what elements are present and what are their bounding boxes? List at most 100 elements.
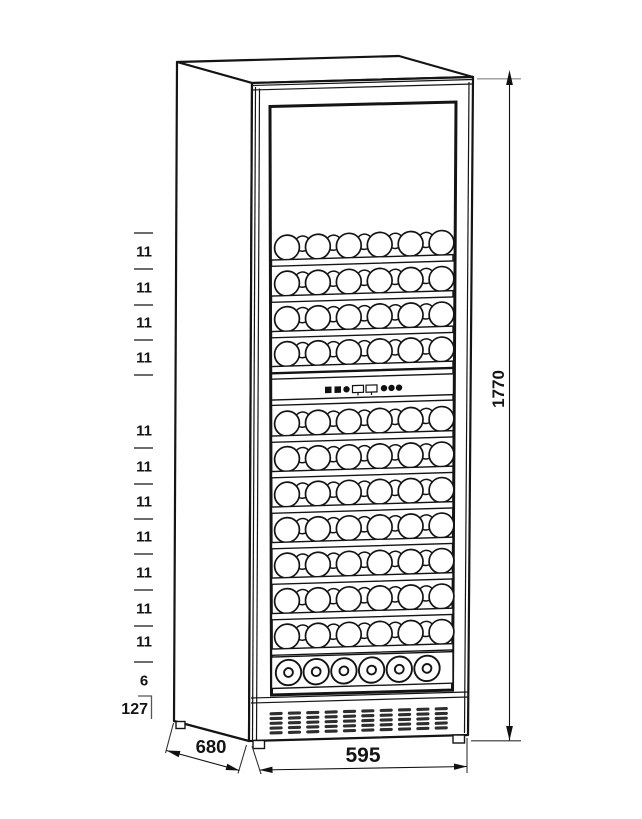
bottle-row bbox=[270, 405, 455, 444]
display-window-icon bbox=[351, 384, 365, 394]
grille-slat bbox=[434, 707, 448, 711]
shelf-gap-label: 11 bbox=[136, 458, 152, 475]
wine-bottle bbox=[273, 340, 301, 368]
bottle-row bbox=[270, 229, 455, 268]
width-extension-left bbox=[251, 745, 262, 775]
control-button-icon bbox=[380, 384, 388, 392]
wine-bottle bbox=[273, 305, 301, 333]
control-button-icon bbox=[325, 386, 332, 394]
shelf-gap-label: 11 bbox=[136, 633, 152, 650]
shelf bbox=[270, 325, 454, 339]
grille-slat bbox=[287, 720, 302, 725]
front-left-foot bbox=[252, 739, 266, 750]
shelf-gap-label: 11 bbox=[136, 243, 152, 260]
shelf-gap-label: 11 bbox=[136, 564, 152, 581]
wine-bottle bbox=[366, 407, 393, 435]
wine-bottle bbox=[428, 229, 455, 257]
cabinet-body bbox=[172, 54, 475, 750]
grille-slat bbox=[287, 711, 302, 715]
grille-slat bbox=[416, 726, 430, 731]
door-bottom-edge bbox=[250, 691, 468, 699]
wine-bottle bbox=[335, 268, 363, 295]
control-panel-bottom-divider bbox=[270, 393, 454, 407]
door-hinge-line bbox=[251, 86, 257, 741]
display-bottle-neck bbox=[421, 663, 433, 674]
depth-label: 680 bbox=[196, 736, 227, 757]
grille-slat bbox=[361, 709, 375, 713]
back-left-foot bbox=[175, 720, 186, 730]
wine-bottle bbox=[366, 585, 393, 612]
shelf bbox=[270, 289, 454, 304]
control-button-icon bbox=[343, 386, 350, 393]
wine-bottle bbox=[335, 408, 363, 435]
control-button-icon bbox=[388, 384, 395, 392]
grille-slat bbox=[379, 727, 393, 732]
wine-bottle bbox=[397, 619, 424, 647]
wine-bottle bbox=[397, 442, 424, 469]
plinth-bracket bbox=[138, 695, 153, 719]
grille-slat bbox=[361, 728, 375, 732]
wine-bottle bbox=[366, 443, 393, 470]
wine-bottle bbox=[397, 584, 424, 611]
dimension-depth: 680 bbox=[164, 722, 248, 774]
bottle-row bbox=[270, 301, 455, 339]
wine-bottle bbox=[366, 267, 393, 295]
control-button-icon bbox=[334, 386, 341, 393]
front-right-foot bbox=[452, 734, 466, 744]
plinth-label: 127 bbox=[121, 701, 148, 718]
height-arrow-down bbox=[506, 726, 513, 741]
shelf-gap-label: 11 bbox=[136, 600, 152, 617]
grille-slat bbox=[397, 712, 412, 717]
shelf-gap-label: 11 bbox=[136, 279, 152, 296]
grille-slat bbox=[434, 716, 448, 721]
depth-extension-left bbox=[164, 722, 175, 754]
cabinet-interior bbox=[269, 229, 455, 735]
grille-slat bbox=[416, 707, 430, 711]
display-window-icon bbox=[365, 384, 378, 393]
grille-slat bbox=[287, 716, 302, 720]
grille-slat bbox=[287, 725, 302, 730]
wine-bottle bbox=[273, 234, 301, 261]
door-top-edge bbox=[252, 78, 473, 87]
grille-slat bbox=[306, 730, 320, 734]
control-panel bbox=[270, 367, 454, 407]
wine-bottle bbox=[335, 479, 363, 506]
wine-bottle bbox=[397, 337, 424, 364]
wine-bottle bbox=[273, 516, 301, 544]
door-top-edge-inner bbox=[252, 83, 473, 91]
grille-slat bbox=[397, 727, 412, 731]
wine-bottle bbox=[273, 445, 301, 473]
grille-slat bbox=[416, 721, 430, 726]
wine-bottle bbox=[273, 552, 301, 579]
wine-bottle bbox=[335, 550, 363, 577]
wine-bottle bbox=[366, 549, 393, 577]
bottle-row bbox=[270, 618, 455, 657]
wine-bottle bbox=[335, 338, 363, 366]
wine-bottle bbox=[304, 233, 332, 260]
grille-slat bbox=[397, 717, 412, 722]
wine-bottle bbox=[273, 410, 301, 437]
wine-bottle bbox=[335, 621, 363, 648]
control-panel-top-divider bbox=[270, 367, 454, 380]
grille-slat bbox=[416, 712, 430, 716]
shelf bbox=[270, 253, 454, 268]
wine-bottle bbox=[304, 444, 332, 472]
wine-bottle bbox=[366, 338, 393, 365]
height-label: 1770 bbox=[489, 370, 508, 408]
height-arrow-up bbox=[506, 70, 513, 85]
wine-bottle bbox=[304, 515, 332, 543]
width-arrow-left bbox=[259, 766, 273, 773]
grille-slat bbox=[324, 715, 338, 719]
shelf-gap-label: 11 bbox=[136, 349, 152, 366]
wine-bottle bbox=[335, 514, 363, 542]
shelf bbox=[270, 429, 454, 444]
grille-slat bbox=[361, 723, 375, 728]
wine-bottle bbox=[304, 409, 332, 436]
wine-bottle bbox=[428, 476, 455, 504]
grille-slat bbox=[434, 721, 448, 725]
wine-bottle bbox=[366, 303, 393, 330]
wine-bottle bbox=[397, 230, 424, 258]
width-label: 595 bbox=[345, 744, 380, 767]
display-bottle-neck bbox=[310, 666, 322, 678]
wine-bottle bbox=[366, 231, 393, 259]
